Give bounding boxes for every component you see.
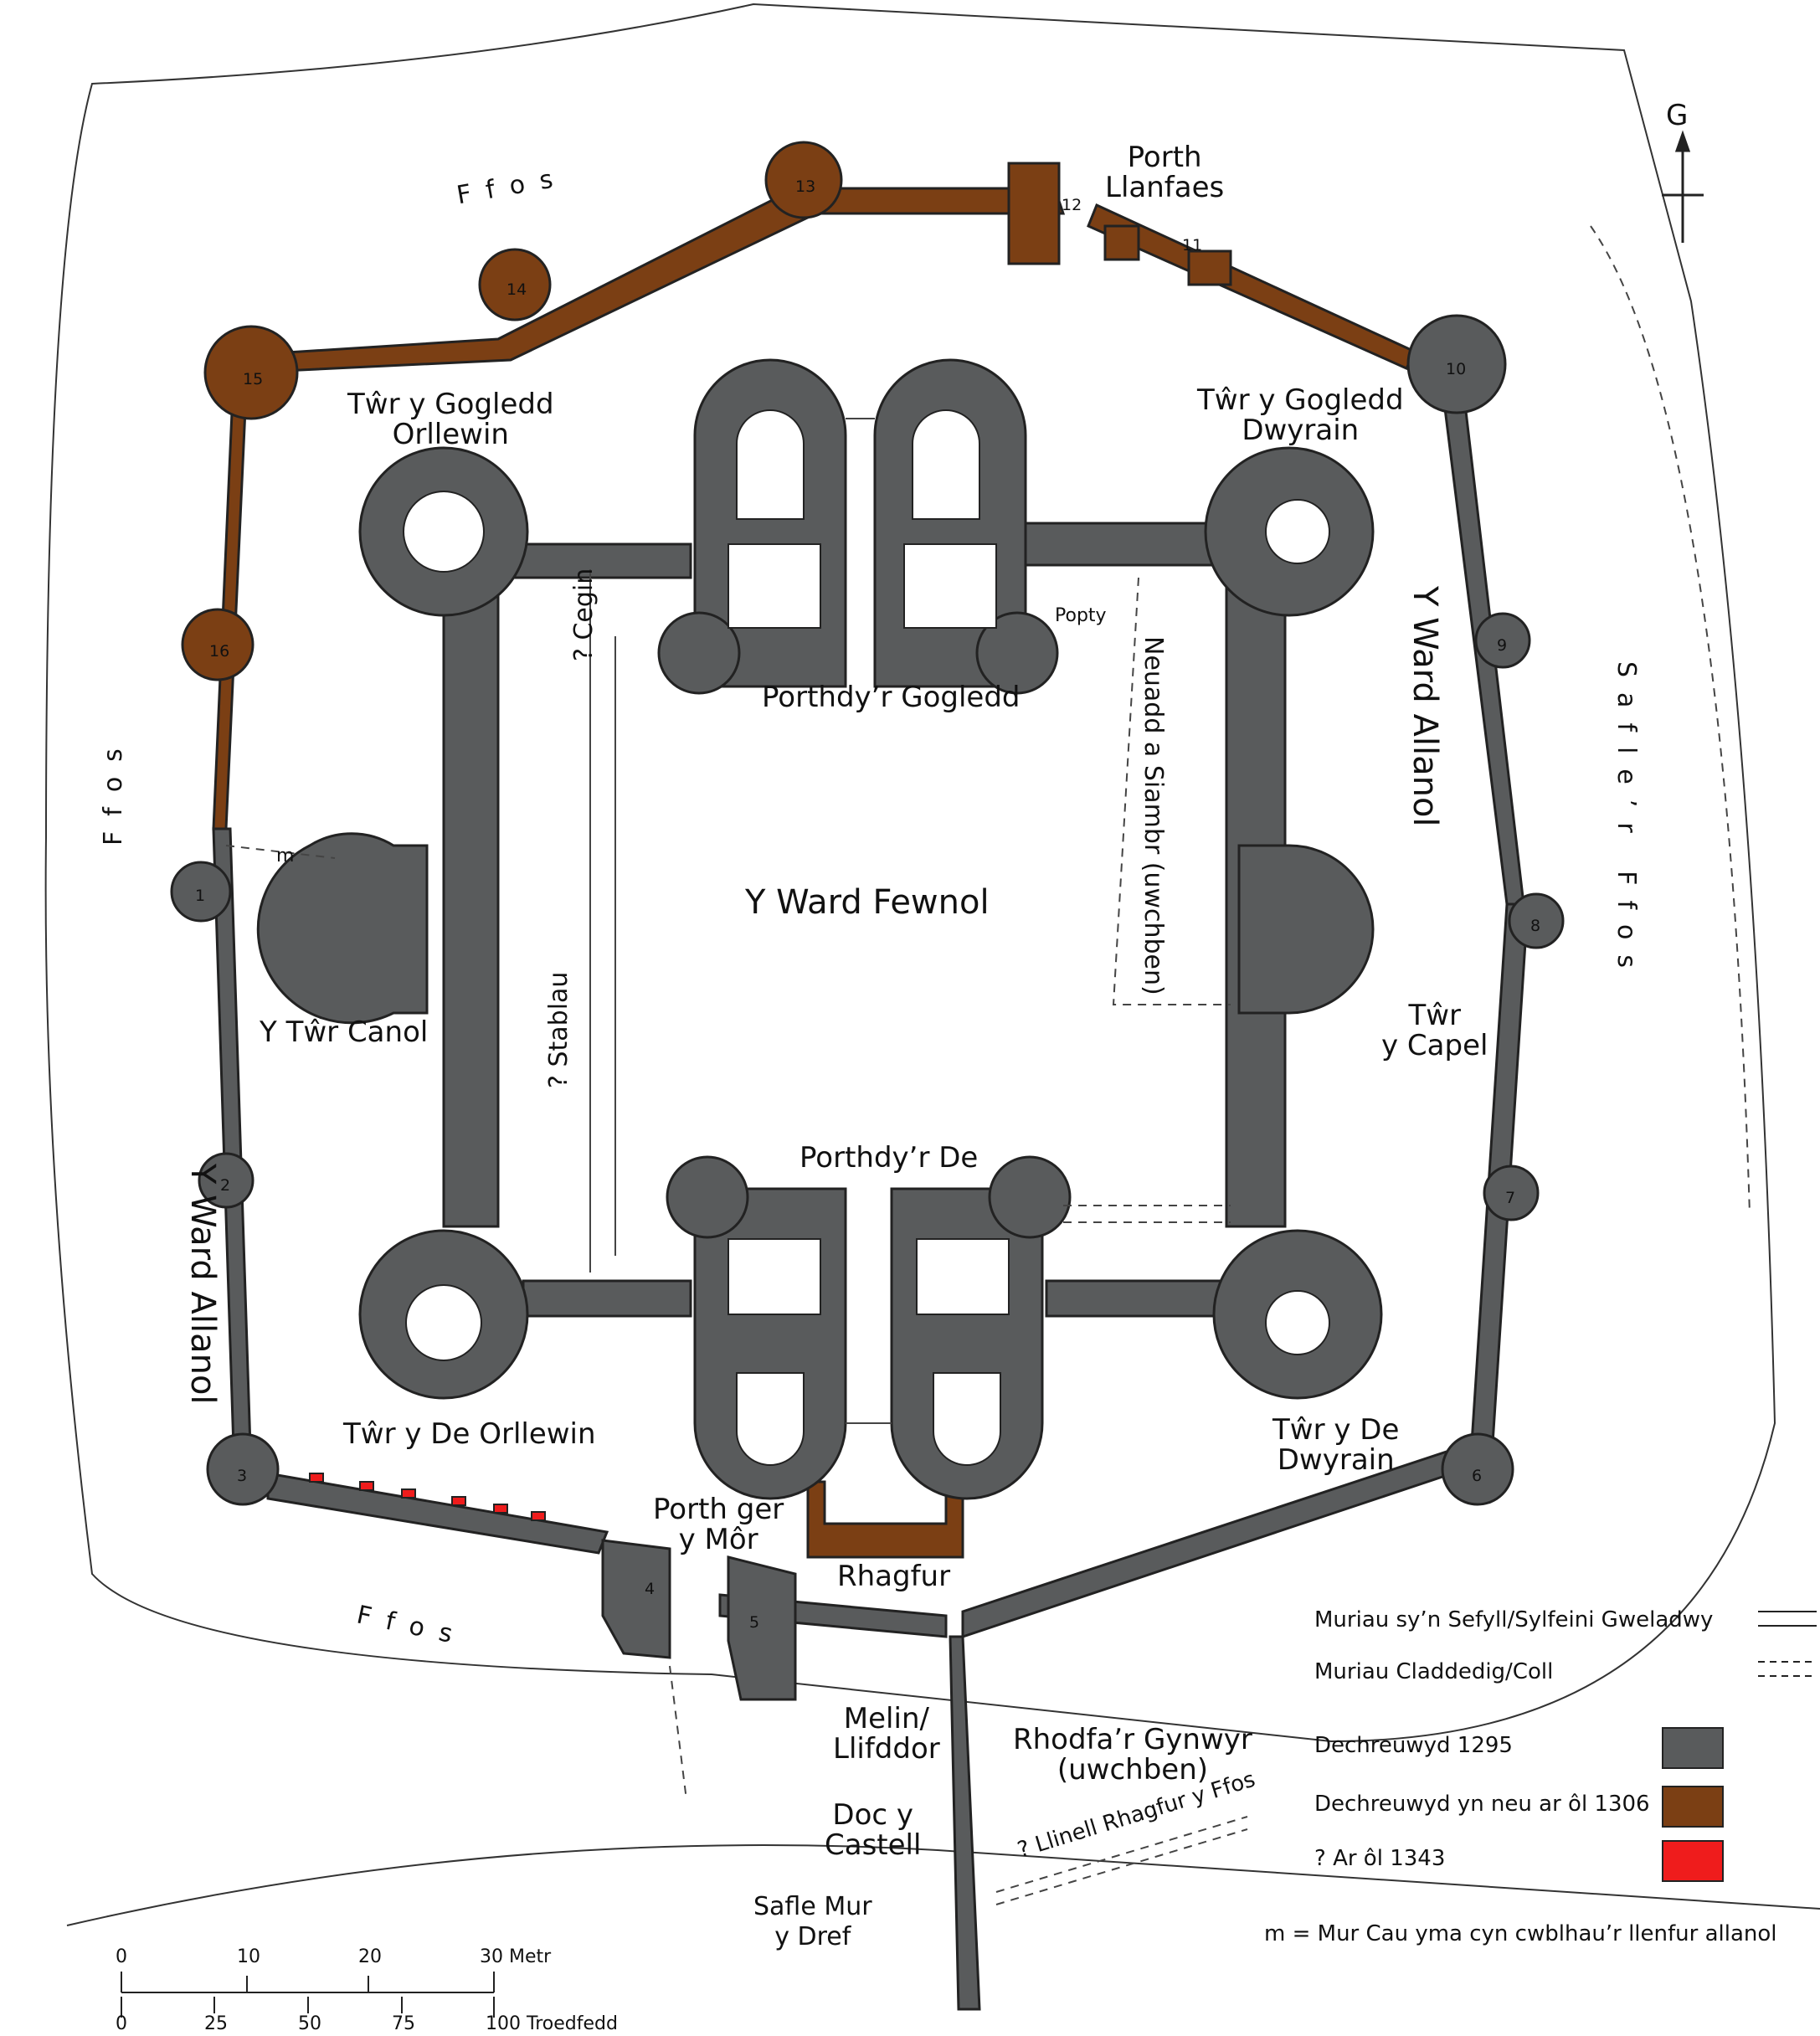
legend-swatch-phase1 (1662, 1727, 1724, 1769)
barbican-label: Rhagfur (837, 1560, 951, 1593)
scale-ft-25: 25 (204, 2013, 228, 2034)
legend-phase2: Dechreuwyd yn neu ar ôl 1306 (1314, 1792, 1650, 1817)
mill-label: Melin/ Llifddor (833, 1702, 940, 1766)
outer-ward-east-label: Y Ward Allanol (1406, 586, 1444, 827)
scale-m-20: 20 (358, 1946, 382, 1967)
outer-towers-grey (170, 314, 1565, 1701)
moat-site-east (1590, 225, 1751, 1215)
red-additions (309, 1473, 546, 1521)
legend-swatch-phase3 (1662, 1840, 1724, 1882)
scale-m-0: 0 (116, 1946, 127, 1967)
sea-gate-label: Porth ger y Môr (653, 1493, 784, 1556)
scale-m-10: 10 (237, 1946, 260, 1967)
passages (589, 418, 892, 1424)
tower-number-16: 16 (209, 642, 230, 661)
m-label: m (276, 846, 295, 866)
legend-buried: Muriau Claddedig/Coll (1314, 1659, 1554, 1684)
tower-number-12: 12 (1062, 196, 1082, 214)
scale-m-30: 30 Metr (480, 1946, 552, 1967)
legend-phase1: Dechreuwyd 1295 (1314, 1733, 1513, 1758)
tower-number-10: 10 (1446, 360, 1467, 378)
moat-outline (44, 3, 1776, 1743)
tower-number-7: 7 (1505, 1189, 1516, 1207)
legend-standing: Muriau sy’n Sefyll/Sylfeini Gweladwy (1314, 1607, 1714, 1632)
shore-line (66, 1844, 1820, 1926)
south-gatehouse-rooms (727, 1238, 1010, 1466)
moat-west-label: Ffos (99, 733, 128, 846)
moat-site-east-label: Safle’r Ffos (1612, 661, 1641, 983)
se-tower-label: Tŵr y De Dwyrain (1272, 1413, 1400, 1477)
tower-number-1: 1 (195, 887, 206, 905)
tower-number-15: 15 (243, 370, 264, 388)
legend-phase3: ? Ar ôl 1343 (1314, 1846, 1446, 1871)
north-gatehouse-rooms (727, 409, 997, 629)
scale-ft-0: 0 (116, 2013, 127, 2034)
sw-tower-label: Tŵr y De Orllewin (343, 1417, 596, 1451)
hall-outline (225, 577, 1248, 1905)
legend-m-note: m = Mur Cau yma cyn cwblhau’r llenfur al… (1264, 1921, 1777, 1946)
dock-label: Doc y Castell (825, 1798, 922, 1862)
chapel-tower-label: Tŵr y Capel (1381, 999, 1488, 1062)
scale-ft-50: 50 (298, 2013, 321, 2034)
oven-label: Popty (1055, 605, 1107, 626)
scale-ft-75: 75 (392, 2013, 415, 2034)
tower-number-3: 3 (237, 1467, 248, 1485)
north-arrow (1662, 130, 1704, 243)
legend-swatch-phase2 (1662, 1786, 1724, 1828)
gunners-walk-label: Rhodfa’r Gynwyr (uwchben) (1013, 1723, 1252, 1787)
north-gatehouse (657, 358, 1059, 695)
outer-ward-west-label: Y Ward Allanol (183, 1164, 222, 1405)
north-gatehouse-label: Porthdy’r Gogledd (762, 681, 1021, 714)
stables-label: ? Stablau (544, 971, 573, 1088)
tower-number-4: 4 (645, 1580, 656, 1598)
tower-number-14: 14 (506, 280, 527, 299)
tower-number-13: 13 (795, 177, 816, 196)
inner-curtain (442, 522, 1287, 1318)
llanfaes-gate-label: Porth Llanfaes (1105, 141, 1225, 204)
inner-tower-voids (403, 491, 1330, 1361)
scale-bar (121, 1972, 495, 2018)
tower-number-9: 9 (1497, 636, 1508, 655)
south-gatehouse-label: Porthdy’r De (799, 1141, 979, 1175)
scale-ft-100: 100 Troedfedd (486, 2013, 618, 2034)
ne-tower-label: Tŵr y Gogledd Dwyrain (1197, 383, 1404, 447)
middle-tower-label: Y Tŵr Canol (260, 1015, 429, 1049)
legend-lines (1758, 1611, 1817, 1677)
inner-ward-label: Y Ward Fewnol (745, 883, 990, 922)
town-wall-label: Safle Mur y Dref (753, 1892, 872, 1951)
hall-label: Neuadd a Siambr (uwchben) (1139, 636, 1168, 995)
south-gatehouse (666, 1155, 1072, 1500)
north-label: G (1666, 99, 1689, 132)
tower-number-8: 8 (1530, 917, 1541, 935)
kitchen-label: ? Cegin (569, 568, 599, 661)
tower-number-6: 6 (1472, 1467, 1483, 1485)
tower-number-11: 11 (1182, 236, 1203, 254)
tower-number-2: 2 (220, 1176, 231, 1195)
tower-number-5: 5 (749, 1613, 760, 1632)
outer-towers-brown (181, 141, 1061, 681)
nw-tower-label: Tŵr y Gogledd Orllewin (347, 388, 554, 451)
